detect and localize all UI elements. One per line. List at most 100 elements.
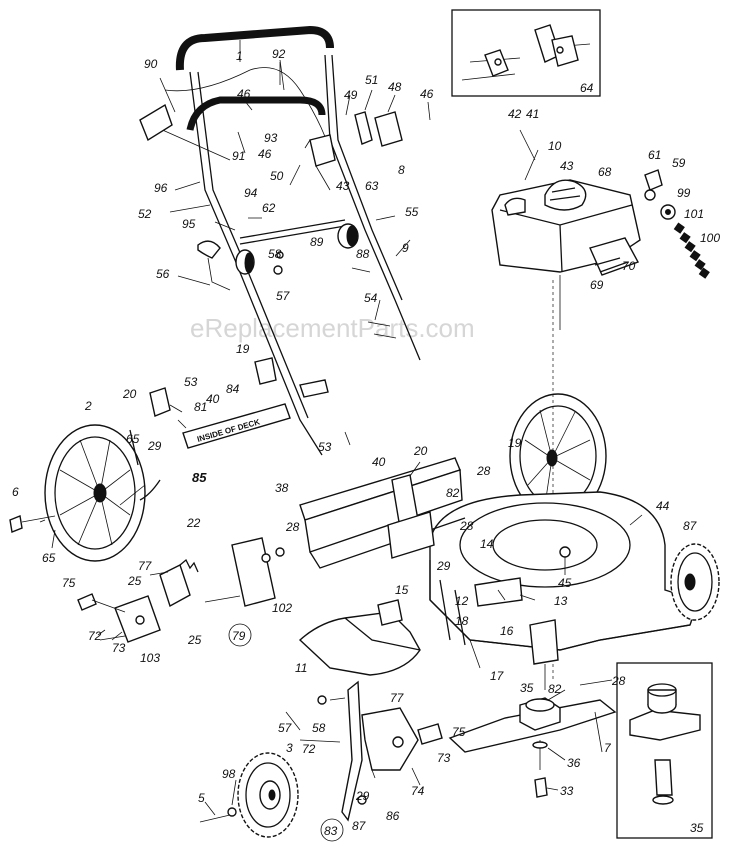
callout-90: 90	[144, 57, 158, 71]
callout-13: 13	[554, 594, 568, 608]
callout-94: 94	[244, 186, 258, 200]
callout-29-deck: 29	[436, 559, 451, 573]
callout-85: 85	[192, 470, 207, 485]
callout-57-lower: 57	[278, 721, 293, 735]
callout-35: 35	[520, 681, 534, 695]
callout-100: 100	[700, 231, 720, 245]
callout-38: 38	[275, 481, 289, 495]
callout-29-front: 29	[355, 789, 370, 803]
callout-79: 79	[232, 629, 246, 643]
callout-79-circle	[228, 623, 252, 647]
callout-88: 88	[356, 247, 370, 261]
callout-73-front: 73	[437, 751, 451, 765]
callout-83: 83	[324, 824, 338, 838]
callout-82-lower: 82	[548, 682, 562, 696]
height-adjuster-front	[299, 680, 443, 822]
callout-46-a: 46	[237, 87, 251, 101]
engine	[491, 129, 641, 330]
callout-46-b: 46	[258, 147, 272, 161]
callout-89: 89	[310, 235, 324, 249]
callout-83-circle	[320, 818, 344, 842]
callout-75-front: 75	[452, 725, 466, 739]
callout-5: 5	[198, 791, 205, 805]
callout-57-upper: 57	[276, 289, 291, 303]
callout-58-lower: 58	[312, 721, 326, 735]
callout-81: 81	[194, 400, 207, 414]
callout-52: 52	[138, 207, 152, 221]
callout-42: 42	[508, 107, 522, 121]
callout-28-left: 28	[285, 520, 300, 534]
rear-wheel-right	[509, 393, 607, 519]
callout-77-left: 77	[138, 559, 153, 573]
callout-95: 95	[182, 217, 196, 231]
callout-labels: 1 2 3 5 6 7 8 9 10 11 12 13 14 15 16 17 …	[12, 47, 720, 838]
callout-73-left: 73	[112, 641, 126, 655]
callout-72-front: 72	[302, 742, 316, 756]
callout-103: 103	[140, 651, 160, 665]
callout-19-wheel: 19	[508, 436, 522, 450]
callout-63: 63	[365, 179, 379, 193]
callout-68: 68	[598, 165, 612, 179]
callout-12: 12	[455, 594, 469, 608]
callout-45: 45	[558, 576, 572, 590]
callout-41: 41	[526, 107, 539, 121]
rear-wheel-left	[44, 424, 161, 562]
callout-99: 99	[677, 186, 691, 200]
callout-8: 8	[398, 163, 405, 177]
callout-36: 36	[567, 756, 581, 770]
callout-9: 9	[402, 241, 409, 255]
callout-29-left: 29	[147, 439, 162, 453]
callout-65-lower: 65	[42, 551, 56, 565]
front-wheel-right	[670, 543, 720, 621]
callout-19-upper: 19	[236, 342, 250, 356]
mower-deck	[429, 491, 693, 690]
callout-93: 93	[264, 131, 278, 145]
height-adjuster-left	[77, 537, 285, 643]
callout-2: 2	[84, 399, 92, 413]
bolt-6	[9, 515, 23, 533]
callout-11: 11	[295, 661, 307, 675]
callout-7: 7	[604, 741, 612, 755]
callout-96: 96	[154, 181, 168, 195]
callout-43-handle: 43	[336, 179, 350, 193]
callout-98: 98	[222, 767, 236, 781]
callout-46-c: 46	[420, 87, 434, 101]
callout-61: 61	[648, 148, 661, 162]
callout-54: 54	[364, 291, 378, 305]
handle-assembly	[139, 25, 421, 456]
callout-91: 91	[232, 149, 245, 163]
callout-50: 50	[270, 169, 284, 183]
callout-65-upper: 65	[126, 432, 140, 446]
callout-58-upper: 58	[268, 247, 282, 261]
inset-box-64	[451, 9, 601, 97]
callout-16: 16	[500, 624, 514, 638]
callout-70: 70	[622, 259, 636, 273]
callout-49: 49	[344, 88, 358, 102]
callout-44: 44	[656, 499, 670, 513]
callout-35-inset: 35	[690, 821, 704, 835]
callout-77-front: 77	[390, 691, 405, 705]
callout-53-lower: 53	[318, 440, 332, 454]
callout-64: 64	[580, 81, 594, 95]
callout-92: 92	[272, 47, 286, 61]
callout-28-top: 28	[476, 464, 491, 478]
discharge-chute	[298, 599, 421, 676]
callout-53-upper: 53	[184, 375, 198, 389]
callout-87-right: 87	[683, 519, 698, 533]
callout-3: 3	[286, 741, 293, 755]
callout-62: 62	[262, 201, 276, 215]
callout-14: 14	[480, 537, 494, 551]
callout-25-upper: 25	[127, 574, 142, 588]
leader-lines	[39, 40, 643, 816]
callout-69: 69	[590, 278, 604, 292]
callout-20-right: 20	[413, 444, 428, 458]
callout-87-front: 87	[352, 819, 367, 833]
callout-75-left: 75	[62, 576, 76, 590]
callout-28-deck: 28	[459, 519, 474, 533]
callout-43-engine: 43	[560, 159, 574, 173]
callout-18: 18	[455, 614, 469, 628]
callout-40-plate: 40	[206, 392, 220, 406]
callout-33: 33	[560, 784, 574, 798]
callout-84: 84	[226, 382, 240, 396]
callout-40: 40	[372, 455, 386, 469]
